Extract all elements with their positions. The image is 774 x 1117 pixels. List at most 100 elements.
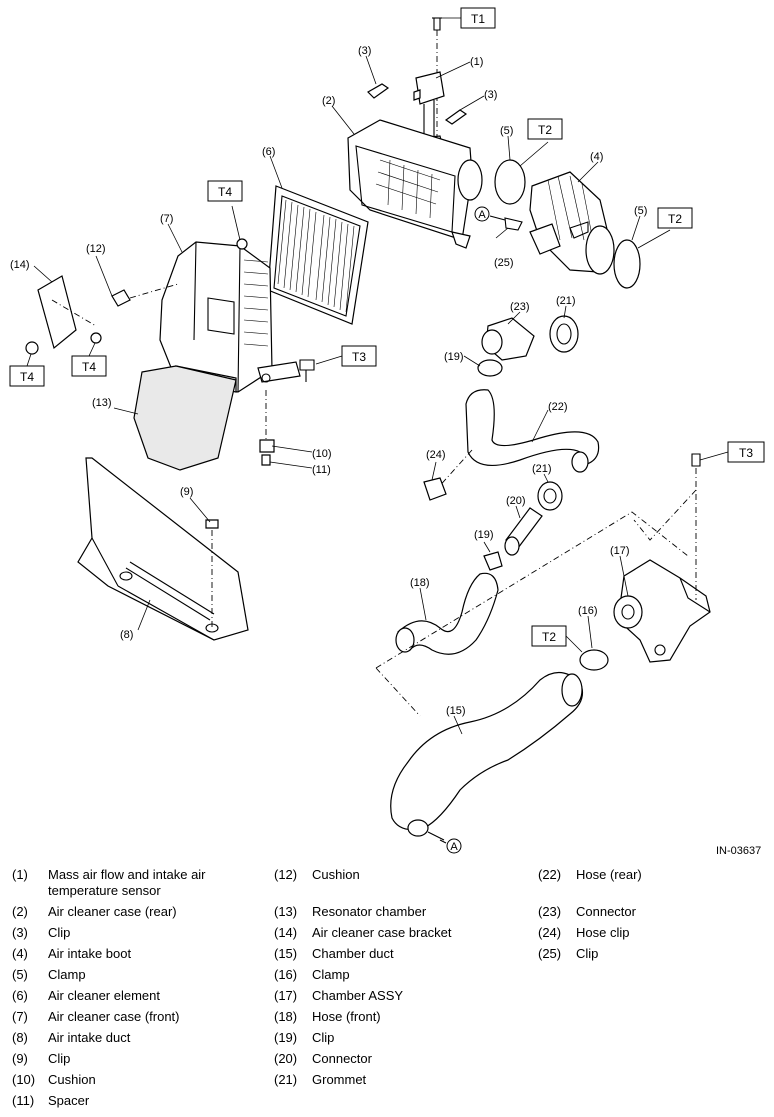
callout-24: (24) — [426, 449, 446, 461]
clamp-16-drawing — [579, 649, 609, 671]
callout-8: (8) — [120, 629, 133, 641]
torque-label-t2-lower: T2 — [531, 625, 567, 647]
callout-3-upper: (3) — [358, 45, 371, 57]
hose-rear-drawing — [435, 389, 600, 491]
exploded-parts-diagram: T1 T2 T2 T4 T3 T4 T4 T3 T2 A A — [9, 7, 765, 854]
callout-21-lower: (21) — [532, 463, 552, 475]
hose-clip-24-drawing — [423, 477, 447, 501]
callout-23: (23) — [510, 301, 530, 313]
legend-item: (9)Clip — [12, 1051, 71, 1066]
legend-item: (25)Clip — [538, 946, 599, 961]
mass-air-flow-sensor-drawing — [413, 17, 445, 147]
svg-text:A: A — [478, 209, 486, 221]
callout-17: (17) — [610, 545, 630, 557]
torque-label-t1: T1 — [442, 7, 496, 29]
air-cleaner-element-drawing — [267, 185, 369, 325]
legend-item: (1)Mass air flow and intake air temperat… — [12, 867, 206, 898]
torque-label-t4-left: T4 — [9, 353, 45, 387]
legend-column-1: (1)Mass air flow and intake air temperat… — [12, 867, 262, 1114]
svg-text:T2: T2 — [538, 123, 552, 137]
callout-15: (15) — [446, 705, 466, 717]
callout-11: (11) — [312, 464, 331, 476]
callout-9: (9) — [180, 486, 193, 498]
grommet-21-lower-drawing — [537, 481, 563, 511]
legend-item: (21)Grommet — [274, 1072, 367, 1087]
callout-14: (14) — [10, 259, 30, 271]
callout-22: (22) — [548, 401, 568, 413]
callout-6: (6) — [262, 146, 275, 158]
callout-12: (12) — [86, 243, 106, 255]
torque-label-t4-center: T4 — [71, 342, 107, 377]
legend-item: (19)Clip — [274, 1030, 335, 1045]
legend-item: (10)Cushion — [12, 1072, 96, 1087]
chamber-duct-drawing — [390, 671, 583, 841]
legend-item: (14)Air cleaner case bracket — [274, 925, 452, 940]
callout-5-upper: (5) — [500, 125, 513, 137]
svg-text:A: A — [450, 841, 458, 853]
connector-20-drawing — [504, 507, 543, 556]
callout-19-upper: (19) — [444, 351, 464, 363]
torque-label-t3-right: T3 — [727, 441, 765, 463]
torque-label-t4-upper: T4 — [207, 180, 243, 202]
legend-item: (15)Chamber duct — [274, 946, 394, 961]
leader-lines — [33, 55, 729, 735]
cushion-12-drawing — [111, 283, 179, 307]
clip-3-drawings — [367, 83, 468, 125]
legend-item: (5)Clamp — [12, 967, 86, 982]
callout-18: (18) — [410, 577, 430, 589]
resonator-chamber-drawing — [133, 365, 237, 471]
legend-item: (16)Clamp — [274, 967, 350, 982]
svg-text:T4: T4 — [82, 360, 96, 374]
grommet-21-upper-drawing — [549, 315, 579, 353]
callout-7: (7) — [160, 213, 173, 225]
callout-3-right: (3) — [484, 89, 497, 101]
callout-13: (13) — [92, 397, 112, 409]
legend-item: (24)Hose clip — [538, 925, 630, 940]
legend-item: (23)Connector — [538, 904, 636, 919]
legend-item: (22)Hose (rear) — [538, 867, 642, 882]
callout-4: (4) — [590, 151, 603, 163]
legend-column-2: (12)Cushion (13)Resonator chamber (14)Ai… — [274, 867, 524, 1093]
figure-reference-code: IN-03637 — [716, 845, 762, 857]
svg-text:T3: T3 — [739, 446, 753, 460]
air-intake-boot-drawing — [529, 171, 615, 275]
legend-item: (7)Air cleaner case (front) — [12, 1009, 180, 1024]
legend-item: (11)Spacer — [12, 1093, 90, 1108]
air-intake-duct-drawing — [77, 457, 249, 641]
callout-5-right: (5) — [634, 205, 647, 217]
chamber-assy-drawing — [613, 453, 711, 663]
callout-1: (1) — [470, 56, 483, 68]
callout-25: (25) — [494, 257, 514, 269]
clip-19-upper-drawing — [477, 359, 503, 377]
bolts-drawing — [236, 238, 315, 466]
legend-item: (13)Resonator chamber — [274, 904, 427, 919]
legend-item: (17)Chamber ASSY — [274, 988, 404, 1003]
legend-item: (20)Connector — [274, 1051, 372, 1066]
clip-25-drawing — [489, 215, 523, 231]
svg-text:T4: T4 — [20, 370, 34, 384]
connector-23-drawing — [481, 317, 535, 361]
svg-text:T1: T1 — [471, 12, 485, 26]
callout-19-lower: (19) — [474, 529, 494, 541]
svg-text:T2: T2 — [542, 630, 556, 644]
legend-item: (4)Air intake boot — [12, 946, 132, 961]
clamp-5-lower-drawing — [613, 239, 641, 289]
svg-text:T3: T3 — [352, 350, 366, 364]
reference-marker-a-upper: A — [474, 206, 490, 222]
callout-labels: (1) (2) (3) (3) (4) (5) (5) (6) (7) (8) … — [10, 45, 647, 717]
legend-item: (2)Air cleaner case (rear) — [12, 904, 177, 919]
hose-front-outline — [375, 511, 689, 717]
legend-item: (6)Air cleaner element — [12, 988, 160, 1003]
legend-column-3: (22)Hose (rear) (23)Connector (24)Hose c… — [538, 867, 768, 967]
legend-item: (3)Clip — [12, 925, 71, 940]
legend-item: (18)Hose (front) — [274, 1009, 381, 1024]
reference-marker-a-lower: A — [439, 838, 462, 854]
clamp-5-upper-drawing — [494, 159, 526, 205]
legend-item: (12)Cushion — [274, 867, 360, 882]
callout-16: (16) — [578, 605, 598, 617]
air-cleaner-case-rear-drawing — [347, 119, 483, 249]
torque-label-t2-right: T2 — [657, 207, 693, 229]
callout-20: (20) — [506, 495, 526, 507]
clip-19-lower-drawing — [483, 551, 503, 571]
callout-21-upper: (21) — [556, 295, 576, 307]
